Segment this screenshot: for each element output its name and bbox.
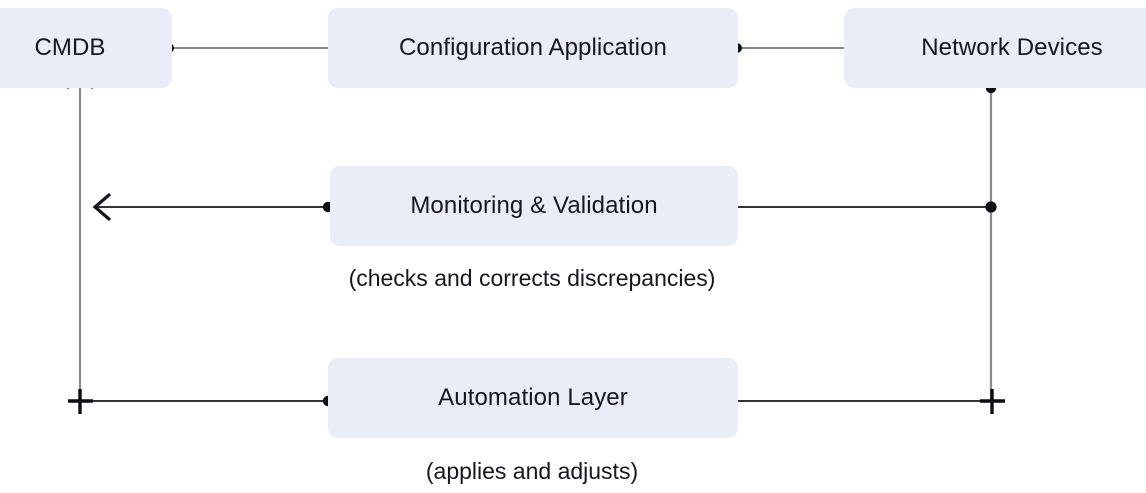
node-automation-layer[interactable]: Automation Layer (328, 358, 738, 438)
plus-junction-left (68, 389, 93, 414)
caption-monitoring-validation: (checks and corrects discrepancies) (348, 265, 716, 291)
node-configuration-application-label: Configuration Application (398, 34, 667, 61)
node-network-devices[interactable]: Network Devices (844, 8, 1146, 88)
node-cmdb[interactable]: CMDB (0, 8, 172, 88)
plus-junction-right (980, 389, 1005, 414)
node-configuration-application[interactable]: Configuration Application (328, 8, 738, 88)
node-automation-layer-label: Automation Layer (438, 384, 628, 411)
caption-automation-layer: (applies and adjusts) (425, 458, 639, 484)
arrowhead-left-into-cmdb-rail (92, 193, 111, 221)
node-monitoring-validation-label: Monitoring & Validation (410, 192, 658, 219)
node-monitoring-validation[interactable]: Monitoring & Validation (330, 166, 738, 246)
node-cmdb-label: CMDB (34, 34, 106, 61)
junction-dot-netdev-monitor (985, 201, 997, 213)
node-network-devices-label: Network Devices (921, 34, 1103, 61)
